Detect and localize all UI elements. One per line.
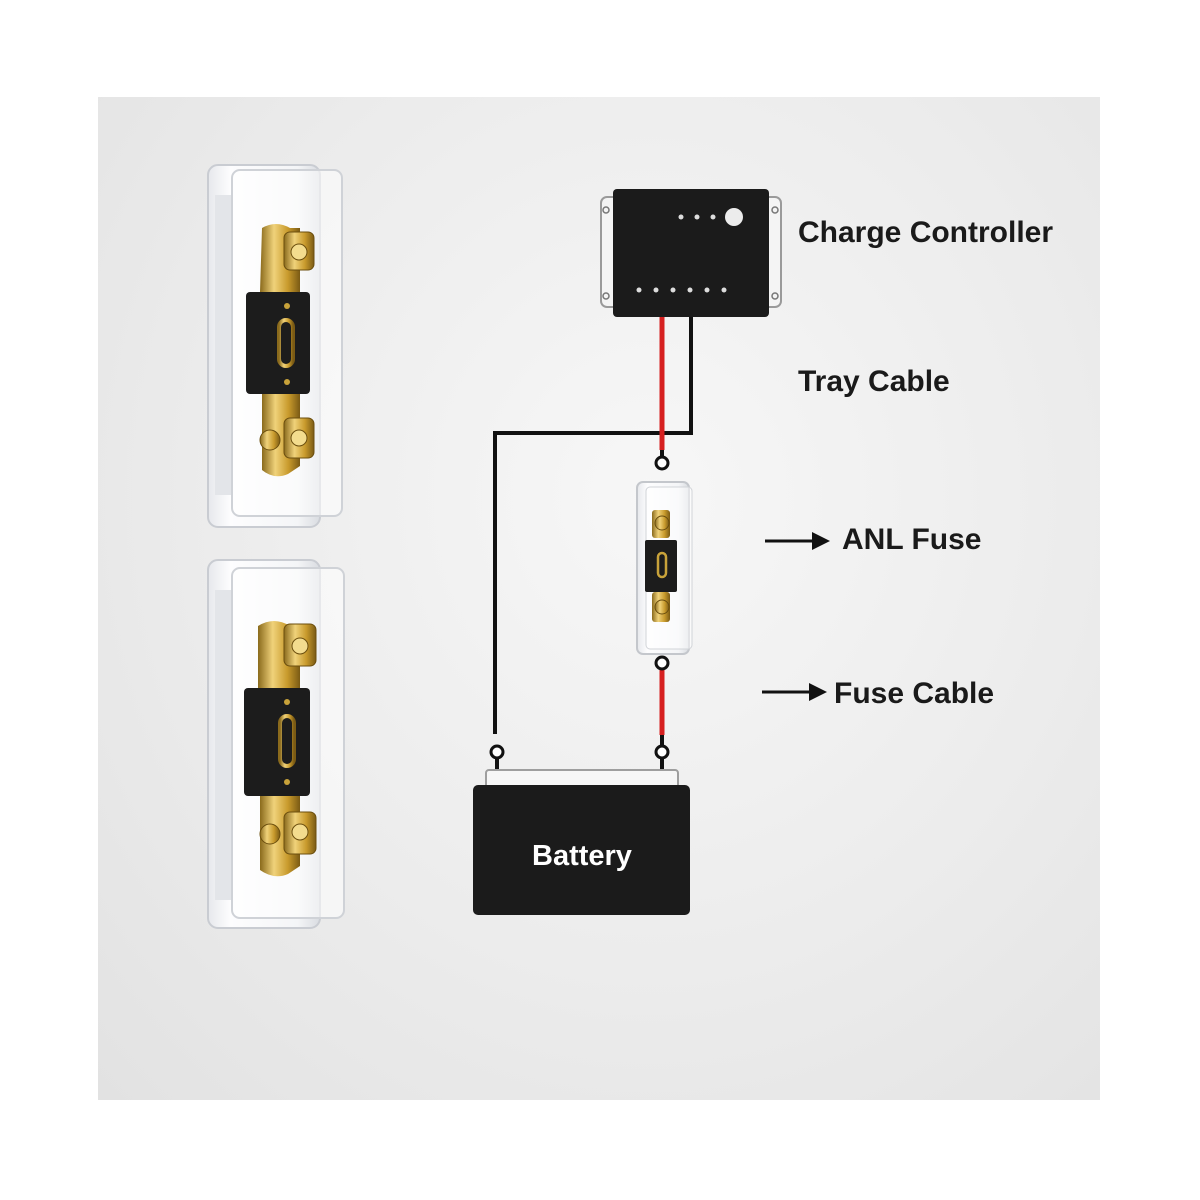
ring-terminal [654,455,670,471]
label-fuse-cable: Fuse Cable [834,677,995,710]
fuse-holder-bottom [207,559,345,929]
fuse-holder-top [207,164,343,528]
label-anl-fuse: ANL Fuse [842,523,982,556]
black-tray-wire [493,316,693,734]
ring-terminal [489,744,505,760]
arrow-icon [765,532,830,550]
label-battery: Battery [532,840,632,872]
label-charge-controller: Charge Controller [798,216,1054,249]
ring-terminal [654,744,670,760]
charge-controller [600,189,782,317]
arrow-icon [762,683,827,701]
battery [473,769,690,915]
ring-terminal [654,655,670,671]
anl-fuse [636,481,693,655]
label-tray-cable: Tray Cable [798,365,950,398]
